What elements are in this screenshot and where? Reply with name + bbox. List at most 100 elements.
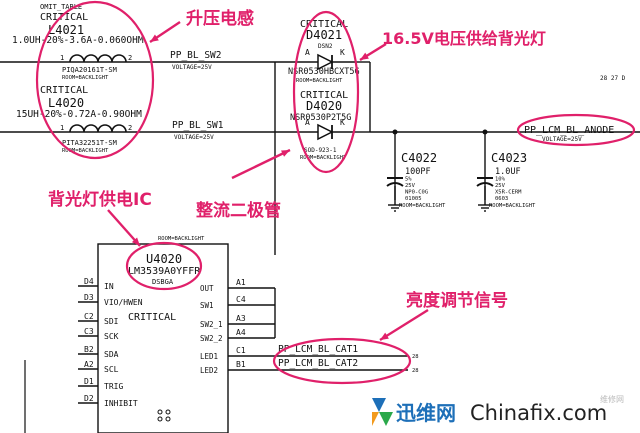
watermark-faint: 维修网	[600, 394, 624, 404]
d4020-pin-a: A	[305, 118, 310, 127]
l4021-room: ROOM=BACKLIGHT	[62, 75, 109, 81]
logo-shape-icon	[372, 412, 379, 426]
l4020-coil	[69, 124, 127, 133]
watermark-brand-cn: 迅维网	[396, 401, 456, 425]
ic-part: LM3539A0YFFR	[128, 266, 201, 277]
l4020-value: 15UH-20%-0.72A-0.90OHM	[16, 109, 142, 120]
ic-left-pin-0: IN	[104, 282, 114, 291]
c4022-ref: C4022	[401, 151, 437, 165]
net-anode-voltage: VOLTAGE=25V	[542, 136, 582, 143]
l4021-ref: L4021	[48, 23, 84, 37]
page-ref-cat1: 28	[412, 354, 419, 360]
supply-arrow-head	[360, 52, 369, 60]
ic-dot	[157, 409, 163, 415]
pin-1: 1	[60, 54, 64, 62]
watermark-logo	[372, 398, 393, 426]
d4021-pkg: DSN2	[318, 43, 333, 50]
page-ref-top: 28 27 D	[600, 75, 626, 82]
ic-right-ball-0: A1	[236, 278, 246, 287]
pin-2: 2	[128, 54, 132, 62]
net-anode: PP_LCM_BL_ANODE	[524, 125, 614, 136]
ic-right-pin-3: SW2_2	[200, 334, 223, 343]
c4022-room: ROOM=BACKLIGHT	[399, 203, 446, 209]
ic-room: ROOM=BACKLIGHT	[158, 236, 205, 242]
l4020-part: PITA32251T-SM	[62, 139, 117, 147]
l4021-coil	[69, 54, 127, 63]
ic-left-ball-6: D1	[84, 377, 94, 386]
d4020-body	[317, 123, 334, 141]
ic-right-ball-1: C4	[236, 295, 246, 304]
ic-right-pin-1: SW1	[200, 301, 214, 310]
c4023-ref: C4023	[491, 151, 527, 165]
net-sw2: PP_BL_SW2	[170, 50, 221, 61]
ic-right-pin-0: OUT	[200, 284, 214, 293]
ic-right-ball-5: B1	[236, 360, 246, 369]
d4021-ref: D4021	[306, 28, 342, 42]
annotation-boost-inductor: 升压电感	[186, 8, 254, 29]
ic-critical: CRITICAL	[128, 312, 176, 323]
cat-arrow	[379, 308, 429, 342]
net-sw1: PP_BL_SW1	[172, 120, 224, 131]
ic-arrow-head	[131, 237, 140, 246]
annotation-brightness-signal: 亮度调节信号	[406, 290, 508, 311]
ic-body	[97, 243, 229, 433]
ic-left-ball-1: D3	[84, 293, 94, 302]
l4020-critical: CRITICAL	[40, 85, 88, 96]
ic-left-pin-6: TRIG	[104, 382, 123, 391]
logo-shape-icon	[379, 412, 393, 426]
l4021-omit: OMIT_TABLE	[40, 3, 82, 11]
net-sw1-voltage: VOLTAGE=25V	[174, 134, 214, 141]
d4021-room: ROOM=BACKLIGHT	[296, 78, 343, 84]
d4021-pin-k: K	[340, 48, 345, 57]
annotation-backlight-ic: 背光灯供电IC	[48, 189, 152, 210]
d4021-pin-a: A	[305, 48, 310, 57]
ic-package: DSBGA	[152, 278, 174, 286]
ic-left-pin-5: SCL	[104, 365, 119, 374]
d4021-part: NSR0530HBCXT5G	[288, 67, 360, 77]
ic-left-ball-7: D2	[84, 394, 94, 403]
c4022-line-0: 100PF	[405, 167, 431, 177]
l4020-ref: L4020	[48, 96, 84, 110]
net-cat2: PP_LCM_BL_CAT2	[278, 358, 358, 369]
c4022-line-1: 5%	[405, 177, 412, 183]
ic-dot	[165, 409, 171, 415]
ic-left-pin-3: SCK	[104, 332, 119, 341]
d4020-ref: D4020	[306, 99, 342, 113]
l4020-room: ROOM=BACKLIGHT	[62, 148, 109, 154]
c4022-line-4: 01005	[405, 196, 422, 202]
d4020-part: NSR0530P2T5G	[290, 113, 351, 123]
ic-left-pin-7: INHIBIT	[104, 399, 138, 408]
pin-2: 2	[128, 124, 132, 132]
d4020-critical: CRITICAL	[300, 90, 348, 101]
c4023-line-2: 25V	[495, 183, 506, 189]
l4021-value: 1.0UH-20%-3.6A-0.060OHM	[12, 35, 144, 46]
c4023-line-3: X5R-CERM	[495, 190, 522, 196]
ic-left-pin-1: VIO/HWEN	[104, 298, 143, 307]
watermark-bg	[366, 392, 640, 433]
c4023-junction	[482, 129, 488, 135]
watermark-brand-en: Chinafix.com	[470, 401, 607, 425]
ic-right-pin-2: SW2_1	[200, 320, 223, 329]
cat-highlight-ellipse	[272, 337, 412, 385]
net-sw2-voltage: VOLTAGE=25V	[172, 64, 212, 71]
anode-highlight-ellipse	[516, 113, 636, 147]
c4023-line-0: 1.0UF	[495, 167, 521, 177]
cat-arrow-head	[380, 332, 389, 340]
ic-right-ball-2: A3	[236, 314, 246, 323]
d4020-pkg: SOD-923-1	[304, 147, 337, 154]
c4022-line-2: 25V	[405, 183, 416, 189]
page-ref-cat2: 28	[412, 368, 419, 374]
ic-left-pin-4: SDA	[104, 350, 119, 359]
ic-right-ball-4: C1	[236, 346, 246, 355]
ic-right-ball-3: A4	[236, 328, 246, 337]
c4023-line-4: 0603	[495, 196, 508, 202]
ic-ref: U4020	[146, 252, 182, 266]
c4023-line-1: 10%	[495, 177, 506, 183]
ic-left-pin-2: SDI	[104, 317, 119, 326]
annotation-backlight-supply: 16.5V电压供给背光灯	[382, 29, 546, 48]
ic-left-ball-3: C3	[84, 327, 94, 336]
inductor-highlight-ellipse	[35, 0, 155, 160]
ic-left-ball-4: B2	[84, 345, 94, 354]
